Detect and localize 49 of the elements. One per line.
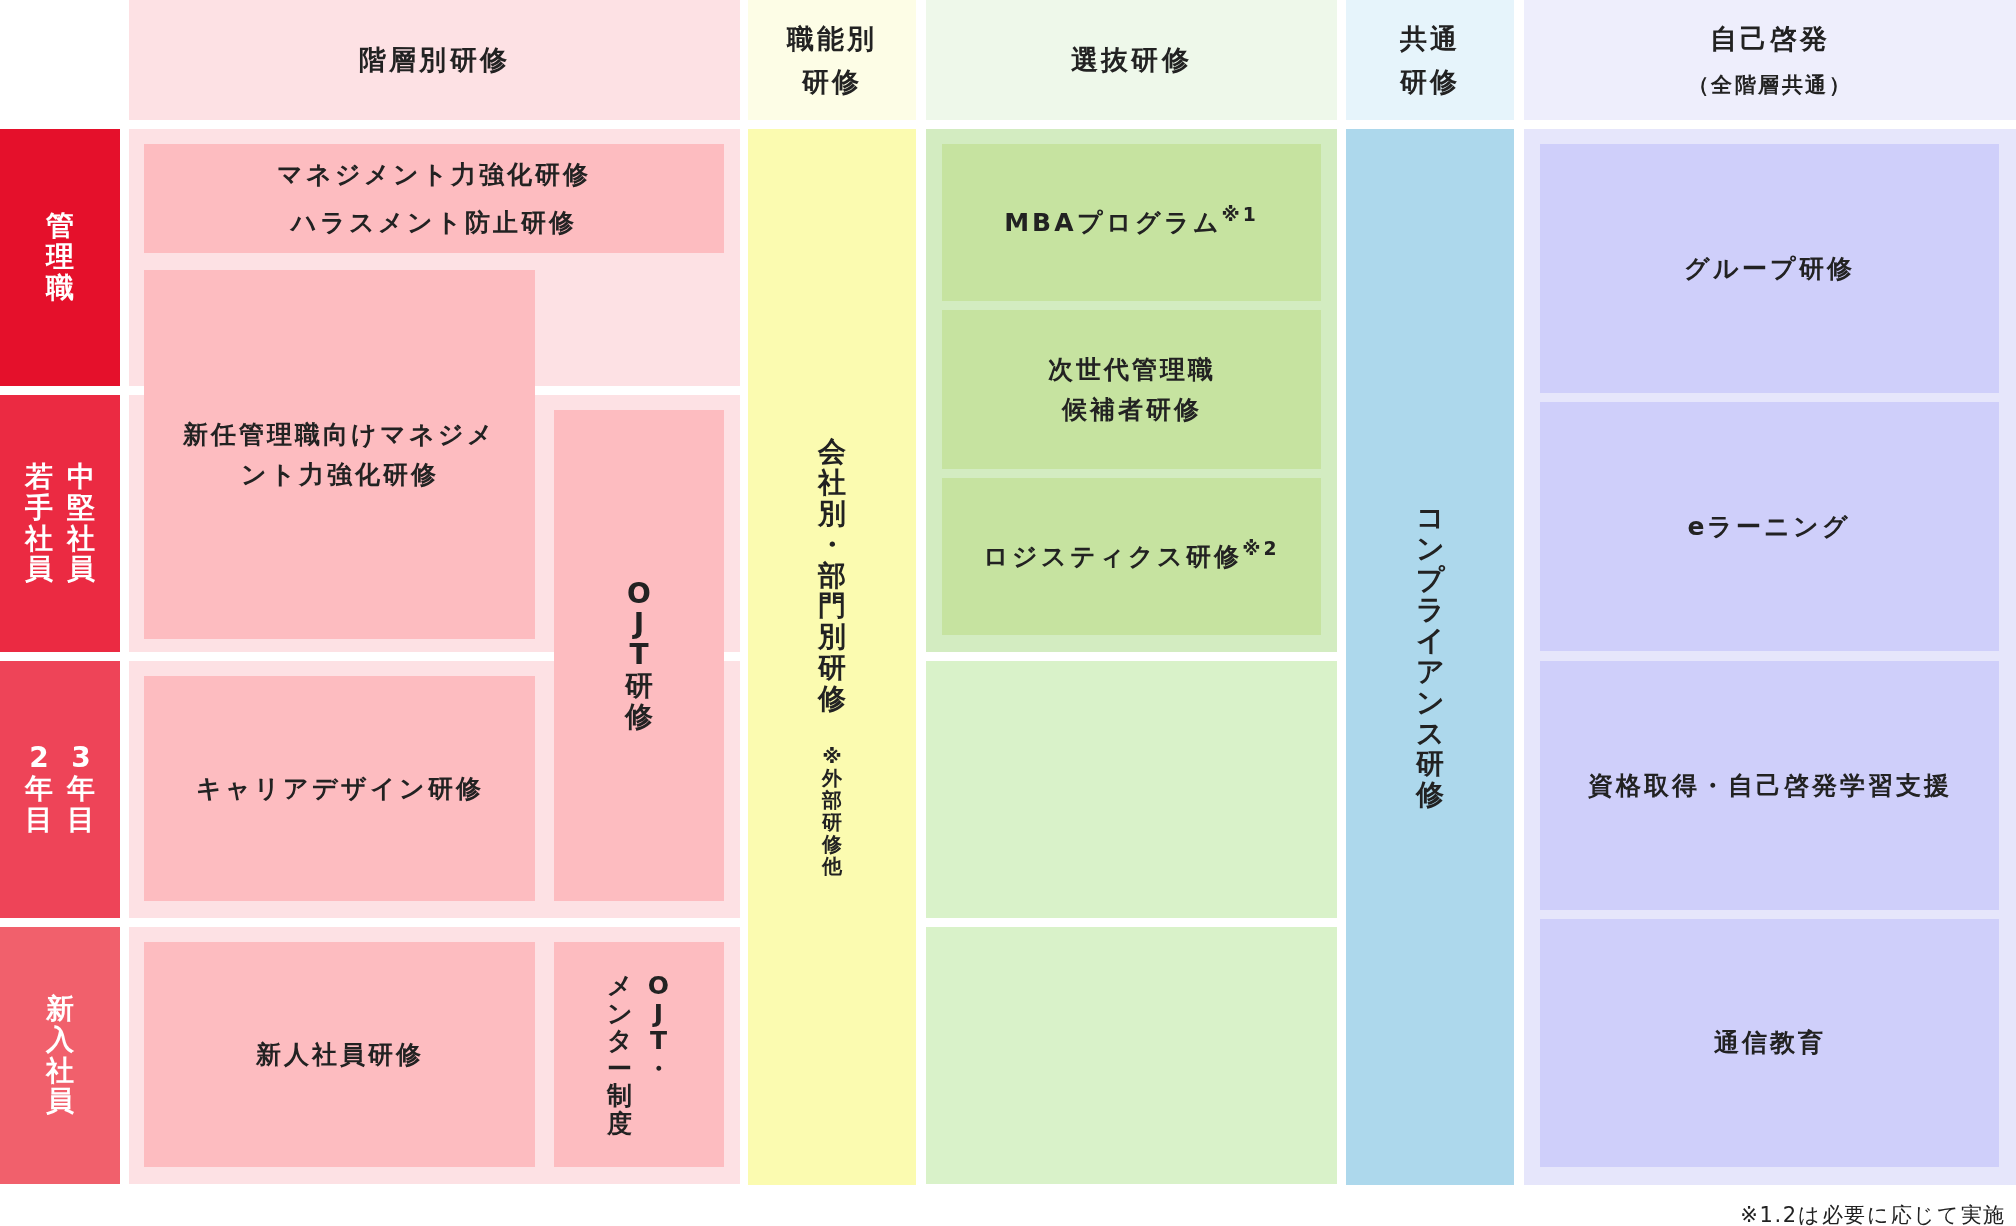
vertical-label: 管理職 xyxy=(46,211,74,304)
training-label: グループ研修 xyxy=(1684,253,1855,283)
training-label: 共通研修 xyxy=(1399,22,1461,97)
header-cell xyxy=(748,0,916,120)
vertical-label: メンター制度 xyxy=(607,972,632,1137)
row-label xyxy=(0,927,120,1184)
training-label: ハラスメント防止研修 xyxy=(291,206,577,239)
training-box xyxy=(144,144,724,253)
training-box xyxy=(144,676,535,901)
vertical-label: ※外部研修他 xyxy=(822,744,842,877)
vertical-label: 2年目 xyxy=(25,743,53,836)
vertical-label: 会社別・部門別研修 xyxy=(818,437,846,715)
row-label xyxy=(0,129,120,386)
vertical-label: 若手社員 xyxy=(25,461,53,586)
training-label: 資格取得・自己啓発学習支援 xyxy=(1587,770,1952,800)
header-cell xyxy=(129,0,740,120)
training-box xyxy=(144,942,535,1167)
training-box xyxy=(942,478,1321,635)
training-label: 選抜研修 xyxy=(1071,44,1192,76)
training-column xyxy=(1346,129,1514,1185)
training-label: 次世代管理職候補者研修 xyxy=(1047,354,1216,424)
training-box xyxy=(554,410,724,901)
training-label: 通信教育 xyxy=(1713,1028,1826,1057)
training-label: 職能別研修 xyxy=(786,22,878,97)
training-label: キャリアデザイン研修 xyxy=(195,773,484,803)
training-label: （全階層共通） xyxy=(1687,71,1853,99)
training-box xyxy=(554,942,724,1167)
row-label xyxy=(0,395,120,652)
row-label xyxy=(0,661,120,918)
training-label: マネジメント力強化研修 xyxy=(277,159,591,191)
training-label: 新人社員研修 xyxy=(255,1039,424,1069)
training-box xyxy=(942,144,1321,301)
training-label: 自己啓発 xyxy=(1709,22,1831,56)
training-label: ロジスティクス研修$^{※2}$ xyxy=(983,541,1280,571)
vertical-label: 中堅社員 xyxy=(67,461,95,586)
training-label: eラーニング xyxy=(1687,511,1852,541)
vertical-label: OJT・ xyxy=(646,972,671,1082)
training-box xyxy=(144,270,535,639)
vertical-label: OJT研修 xyxy=(625,578,653,733)
vertical-label: 新入社員 xyxy=(46,993,74,1118)
footnote: ※1.2は必要に応じて実施 xyxy=(1740,1202,2006,1226)
header-cell xyxy=(1346,0,1514,120)
vertical-label: コンプライアンス研修 xyxy=(1416,503,1444,811)
training-label: 階層別研修 xyxy=(358,44,511,76)
training-column xyxy=(748,129,916,1185)
training-label: 新任管理職向けマネジメント力強化研修 xyxy=(183,419,496,489)
training-label: MBAプログラム$^{※1}$ xyxy=(1004,207,1259,237)
training-box xyxy=(942,310,1321,469)
vertical-label: 3年目 xyxy=(67,743,95,836)
